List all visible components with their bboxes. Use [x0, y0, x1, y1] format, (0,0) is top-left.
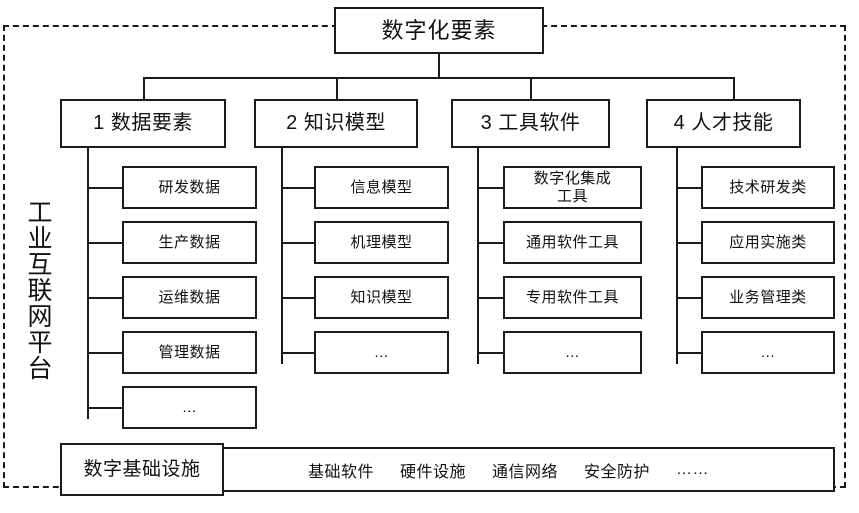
infra-item-4[interactable]: 安全防护	[584, 463, 651, 481]
leaf-col2-item2[interactable]: 机理模型	[314, 221, 449, 264]
stub-col1-3	[87, 297, 123, 299]
infrastructure-label[interactable]: 数字基础设施	[60, 443, 224, 496]
leaf-col4-item2[interactable]: 应用实施类	[701, 221, 835, 264]
stub-col3-4	[477, 352, 504, 354]
stub-col1-4	[87, 352, 123, 354]
stub-col1-5	[87, 407, 123, 409]
category-header-talent-skills[interactable]: 4 人才技能	[646, 99, 801, 148]
category-header-tool-software[interactable]: 3 工具软件	[451, 99, 610, 148]
connector-drop-col4	[733, 77, 735, 101]
category-header-data-elements[interactable]: 1 数据要素	[60, 99, 226, 148]
spine-col4	[676, 148, 678, 364]
stub-col3-2	[477, 242, 504, 244]
leaf-col1-item5-ellipsis[interactable]: ...	[122, 386, 257, 429]
stub-col4-3	[676, 297, 702, 299]
spine-col3	[477, 148, 479, 364]
infrastructure-item-list: 基础软件 硬件设施 通信网络 安全防护 ……	[248, 458, 709, 482]
stub-col4-1	[676, 187, 702, 189]
leaf-col1-item2[interactable]: 生产数据	[122, 221, 257, 264]
connector-drop-col2	[336, 77, 338, 101]
stub-col4-4	[676, 352, 702, 354]
infra-item-5-ellipsis: ……	[676, 460, 710, 478]
leaf-col3-item2[interactable]: 通用软件工具	[503, 221, 642, 264]
infra-item-2[interactable]: 硬件设施	[399, 463, 466, 481]
stub-col3-3	[477, 297, 504, 299]
platform-vertical-label: 工业互联网平台	[24, 199, 52, 381]
stub-col4-2	[676, 242, 702, 244]
connector-bus	[143, 77, 734, 79]
leaf-col1-item1[interactable]: 研发数据	[122, 166, 257, 209]
stub-col2-3	[281, 297, 315, 299]
leaf-col3-item4-ellipsis[interactable]: ...	[503, 331, 642, 374]
stub-col2-4	[281, 352, 315, 354]
leaf-col1-item3[interactable]: 运维数据	[122, 276, 257, 319]
infrastructure-bar: 基础软件 硬件设施 通信网络 安全防护 ……	[122, 447, 835, 492]
leaf-col2-item3[interactable]: 知识模型	[314, 276, 449, 319]
stub-col1-1	[87, 187, 123, 189]
leaf-col1-item4[interactable]: 管理数据	[122, 331, 257, 374]
stub-col2-2	[281, 242, 315, 244]
leaf-col4-item4-ellipsis[interactable]: ...	[701, 331, 835, 374]
leaf-col4-item1[interactable]: 技术研发类	[701, 166, 835, 209]
stub-col1-2	[87, 242, 123, 244]
leaf-col2-item1[interactable]: 信息模型	[314, 166, 449, 209]
leaf-col3-item1[interactable]: 数字化集成 工具	[503, 166, 642, 209]
stub-col2-1	[281, 187, 315, 189]
leaf-col3-item3[interactable]: 专用软件工具	[503, 276, 642, 319]
connector-drop-col3	[530, 77, 532, 101]
infra-item-1[interactable]: 基础软件	[307, 463, 374, 481]
spine-col2	[281, 148, 283, 364]
root-node-digital-elements[interactable]: 数字化要素	[334, 7, 544, 54]
connector-drop-col1	[143, 77, 145, 101]
category-header-knowledge-models[interactable]: 2 知识模型	[254, 99, 418, 148]
leaf-col2-item4-ellipsis[interactable]: ...	[314, 331, 449, 374]
leaf-col4-item3[interactable]: 业务管理类	[701, 276, 835, 319]
infra-item-3[interactable]: 通信网络	[492, 463, 559, 481]
connector-root-stem	[438, 53, 440, 78]
spine-col1	[87, 148, 89, 419]
stub-col3-1	[477, 187, 504, 189]
